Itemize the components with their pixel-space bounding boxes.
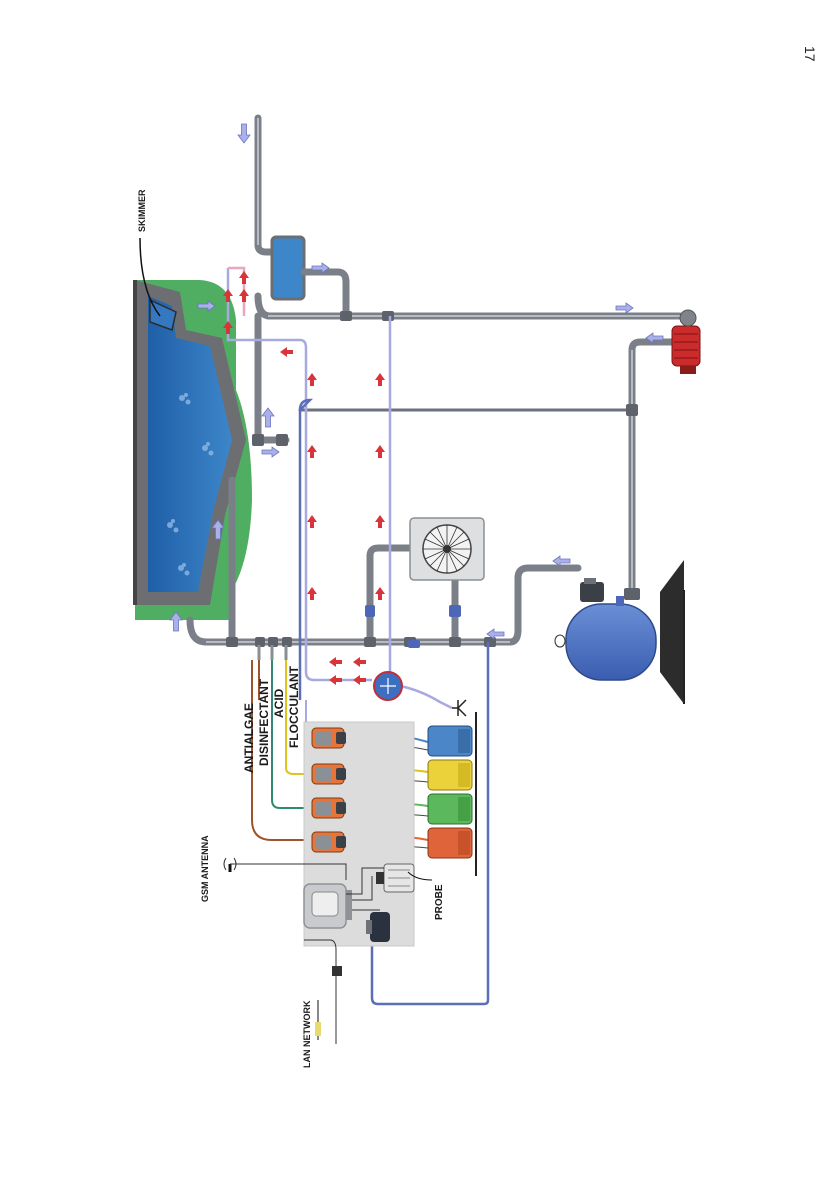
flow-arrow-icon bbox=[616, 303, 633, 313]
controller-icon bbox=[304, 884, 352, 928]
flow-arrow-icon bbox=[262, 447, 279, 457]
flow-arrow-icon bbox=[353, 657, 366, 667]
chemical-tank-icon bbox=[428, 726, 472, 756]
chemical-tank-icon bbox=[428, 794, 472, 824]
flow-arrow-icon bbox=[375, 515, 385, 528]
flow-arrow-icon bbox=[307, 445, 317, 458]
flow-arrow-icon bbox=[329, 657, 342, 667]
sand-filter bbox=[555, 560, 684, 704]
flow-arrow-icon bbox=[262, 408, 274, 427]
flow-arrow-icon bbox=[375, 373, 385, 386]
dosing-pump-icon bbox=[312, 832, 346, 852]
acid-label: ACID bbox=[272, 688, 286, 718]
flow-meter bbox=[374, 672, 402, 700]
flow-arrow-icon bbox=[239, 271, 249, 284]
skimmer-label: SKIMMER bbox=[137, 189, 147, 232]
flocculant-label: FLOCCULANT bbox=[287, 665, 301, 748]
flow-arrow-icon bbox=[307, 515, 317, 528]
flow-arrow-icon bbox=[307, 373, 317, 386]
flow-arrow-icon bbox=[307, 587, 317, 600]
flow-arrow-icon bbox=[239, 289, 249, 302]
flow-arrow-icon bbox=[280, 347, 293, 357]
circulation-pump bbox=[672, 310, 700, 374]
flow-arrow-icon bbox=[238, 124, 250, 143]
probe-holder-icon bbox=[452, 700, 466, 716]
chemical-tanks bbox=[428, 726, 472, 858]
chemical-tank-icon bbox=[428, 828, 472, 858]
lan-socket bbox=[332, 966, 342, 976]
lan-network-label: LAN NETWORK bbox=[302, 1000, 312, 1068]
chemical-tank-icon bbox=[428, 760, 472, 790]
flow-arrow-icon bbox=[329, 675, 342, 685]
heat-exchanger-icon bbox=[410, 518, 484, 580]
disinfectant-label: DISINFECTANT bbox=[257, 678, 271, 766]
balance-tank bbox=[272, 237, 304, 299]
dosing-pump-icon bbox=[312, 764, 346, 784]
flow-arrow-icon bbox=[375, 445, 385, 458]
flow-arrow-icon bbox=[375, 587, 385, 600]
dosing-pump-icon bbox=[312, 728, 346, 748]
lan-plug bbox=[315, 1022, 321, 1036]
gsm-antenna-label: GSM ANTENNA bbox=[200, 835, 210, 902]
probe-label: PROBE bbox=[434, 884, 445, 920]
flow-arrow-icon bbox=[353, 675, 366, 685]
antialgae-label: ANTIALGAE bbox=[242, 703, 256, 773]
page-number: 17 bbox=[802, 46, 818, 62]
dosing-pump-icon bbox=[312, 798, 346, 818]
